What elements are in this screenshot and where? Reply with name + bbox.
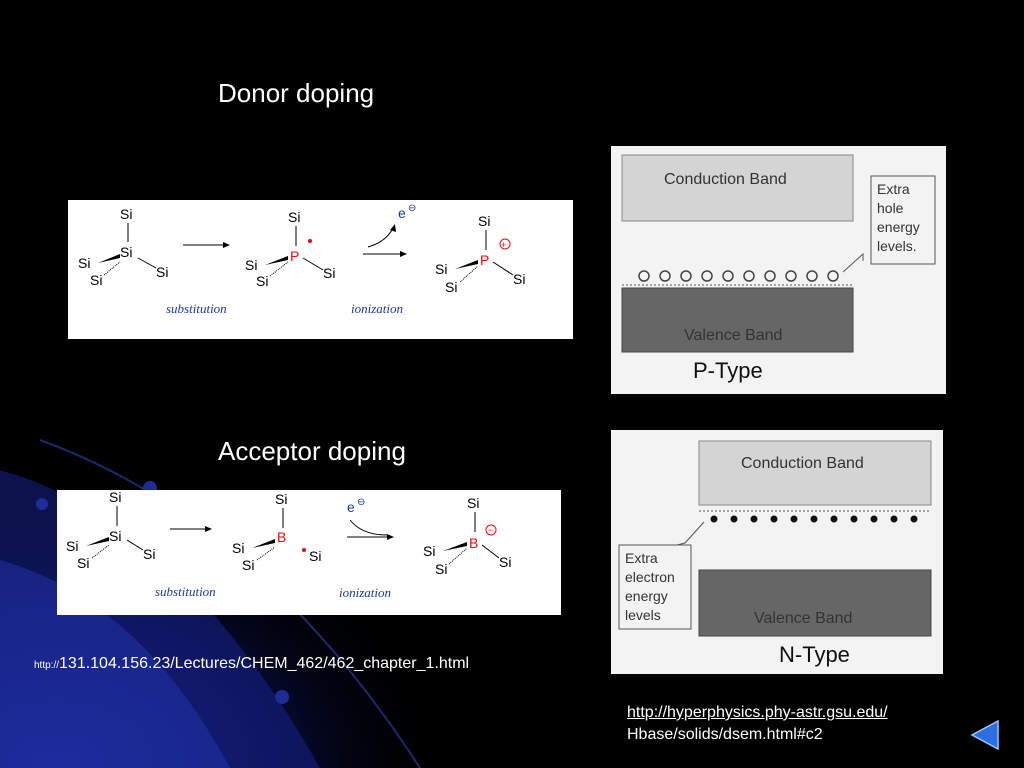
acceptor-doping-scheme: Si Si Si Si Si substitution Si B Si Si S…: [57, 490, 561, 615]
ptype-band-diagram: Conduction Band Valence Band Extra hole …: [611, 146, 946, 394]
svg-text:Si: Si: [288, 209, 300, 225]
phosphorus-substituted-molecule: Si P Si Si Si: [245, 209, 335, 289]
previous-arrow-icon[interactable]: [970, 719, 1002, 751]
ionized-phosphorus-molecule: Si P + Si Si Si: [435, 213, 525, 295]
svg-text:levels.: levels.: [877, 238, 917, 254]
svg-text:Si: Si: [143, 546, 155, 562]
svg-text:Si: Si: [256, 273, 268, 289]
svg-text:P: P: [480, 252, 489, 268]
svg-text:Si: Si: [242, 557, 254, 573]
svg-text:Si: Si: [445, 279, 457, 295]
svg-text:Si: Si: [309, 548, 321, 564]
svg-text:Si: Si: [156, 264, 168, 280]
svg-text:Si: Si: [513, 271, 525, 287]
svg-text:−: −: [488, 525, 493, 535]
electron-label: e: [398, 205, 406, 221]
svg-text:Si: Si: [77, 555, 89, 571]
svg-text:Valence Band: Valence Band: [684, 327, 782, 344]
svg-text:B: B: [469, 535, 478, 551]
svg-text:Si: Si: [90, 272, 102, 288]
acceptor-doping-title: Acceptor doping: [218, 436, 406, 466]
radical-dot: [308, 239, 312, 243]
positive-charge: [499, 238, 511, 250]
radical-dot: [302, 548, 306, 552]
ntype-band-diagram: Conduction Band Valence Band Extra elect…: [611, 430, 943, 674]
svg-text:Si: Si: [435, 561, 447, 577]
svg-text:Si: Si: [245, 257, 257, 273]
svg-text:Si: Si: [232, 540, 244, 556]
svg-text:Si: Si: [435, 261, 447, 277]
svg-text:Valence Band: Valence Band: [754, 610, 852, 627]
silicon-lattice-molecule: Si Si Si Si Si: [78, 206, 168, 288]
ionized-boron-molecule: Si B − Si Si Si: [423, 495, 511, 577]
reference-link[interactable]: http://hyperphysics.phy-astr.gsu.edu/: [627, 704, 888, 721]
source-url-path: 131.104.156.23/Lectures/CHEM_462/462_cha…: [59, 655, 470, 672]
source-url-prefix: http://: [34, 660, 60, 671]
negative-charge: [485, 524, 497, 536]
callout-box: [870, 175, 936, 265]
hole-levels: [638, 270, 839, 282]
source-url[interactable]: http://131.104.156.23/Lectures/CHEM_462/…: [34, 655, 469, 673]
svg-text:Si: Si: [323, 265, 335, 281]
svg-text:⊖: ⊖: [408, 203, 416, 214]
substitution-label: substitution: [166, 301, 227, 316]
svg-text:Si: Si: [120, 206, 132, 222]
svg-text:Si: Si: [275, 491, 287, 507]
electron-label: e: [347, 499, 355, 515]
conduction-band: [621, 154, 854, 222]
silicon-lattice-molecule: Si Si Si Si Si: [66, 490, 155, 571]
svg-text:Si: Si: [109, 528, 121, 544]
svg-text:hole: hole: [877, 200, 904, 216]
svg-text:Si: Si: [66, 538, 78, 554]
ntype-label: N-Type: [779, 642, 850, 667]
donor-doping-title: Donor doping: [218, 78, 375, 108]
svg-text:+: +: [501, 240, 506, 250]
valence-band: [698, 569, 932, 637]
svg-text:Si: Si: [499, 554, 511, 570]
reference-block: http://hyperphysics.phy-astr.gsu.edu/ Hb…: [627, 702, 888, 746]
svg-text:⊖: ⊖: [357, 497, 365, 508]
svg-text:Extra: Extra: [877, 181, 910, 197]
donor-doping-scheme: Si Si Si Si Si substitution Si P Si Si S…: [68, 200, 573, 339]
svg-text:energy: energy: [877, 219, 920, 235]
svg-text:Si: Si: [109, 490, 121, 505]
conduction-band: [698, 440, 932, 506]
reference-path: Hbase/solids/dsem.html#c2: [627, 726, 823, 743]
svg-text:P: P: [290, 248, 299, 264]
svg-text:energy: energy: [625, 588, 668, 604]
valence-band: [621, 287, 854, 353]
svg-text:levels: levels: [625, 607, 661, 623]
substitution-label: substitution: [155, 584, 216, 599]
svg-text:Extra: Extra: [625, 550, 658, 566]
svg-text:Si: Si: [478, 213, 490, 229]
svg-text:B: B: [277, 529, 286, 545]
svg-text:Si: Si: [78, 255, 90, 271]
callout-box: [618, 544, 692, 630]
svg-text:Conduction Band: Conduction Band: [664, 171, 787, 188]
svg-text:Si: Si: [120, 244, 132, 260]
ionization-label: ionization: [351, 301, 403, 316]
ionization-label: ionization: [339, 585, 391, 600]
svg-text:Si: Si: [467, 495, 479, 511]
svg-text:Conduction Band: Conduction Band: [741, 455, 864, 472]
ptype-label: P-Type: [693, 358, 763, 383]
electron-levels: [710, 515, 918, 523]
svg-text:electron: electron: [625, 569, 675, 585]
boron-substituted-molecule: Si B Si Si Si: [232, 491, 321, 573]
svg-text:Si: Si: [423, 543, 435, 559]
